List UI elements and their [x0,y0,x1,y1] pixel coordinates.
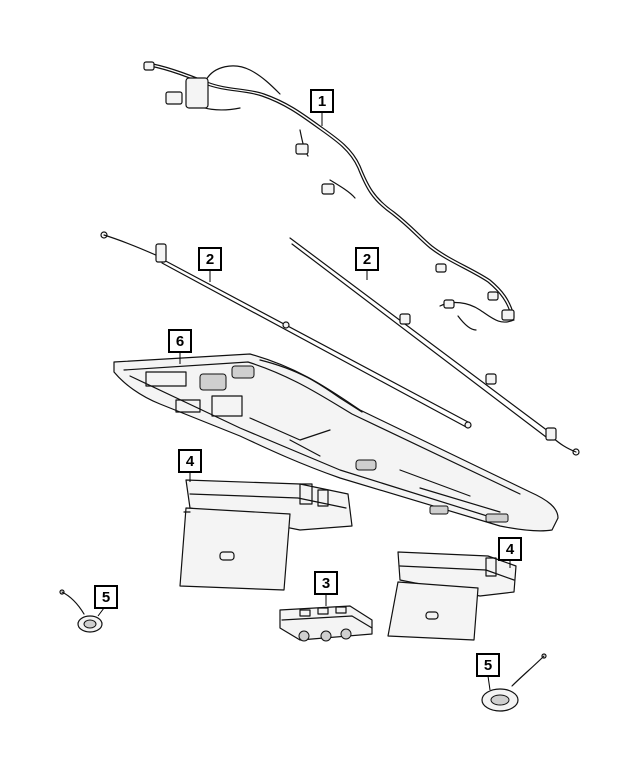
switch-module-icon [279,605,373,642]
callout-6: 6 [168,329,192,353]
overhead-console-icon [113,353,559,532]
callout-label: 5 [484,657,492,674]
callout-1: 1 [310,89,334,113]
callout-2-left: 2 [198,247,222,271]
callout-label: 3 [322,575,330,592]
callout-label: 4 [506,541,515,558]
wire-rod-icon [100,231,472,429]
callout-3: 3 [314,571,338,595]
callout-label: 1 [318,93,326,110]
callout-label: 6 [176,333,184,350]
callout-5-right: 5 [476,653,500,677]
flip-down-screen-icon [179,479,353,591]
flip-down-screen-icon [387,551,517,641]
callout-label: 2 [363,251,371,268]
callout-label: 4 [186,453,195,470]
wiring-harness-icon [143,61,515,331]
speaker-sensor-icon [481,653,547,712]
callout-label: 2 [206,251,214,268]
callout-4-left: 4 [178,449,202,473]
speaker-sensor-icon [59,589,103,633]
callout-2-right: 2 [355,247,379,271]
callout-5-left: 5 [94,585,118,609]
leader-lines [97,112,511,691]
callout-4-right: 4 [498,537,522,561]
callout-label: 5 [102,589,110,606]
wire-rod-icon [289,237,580,456]
